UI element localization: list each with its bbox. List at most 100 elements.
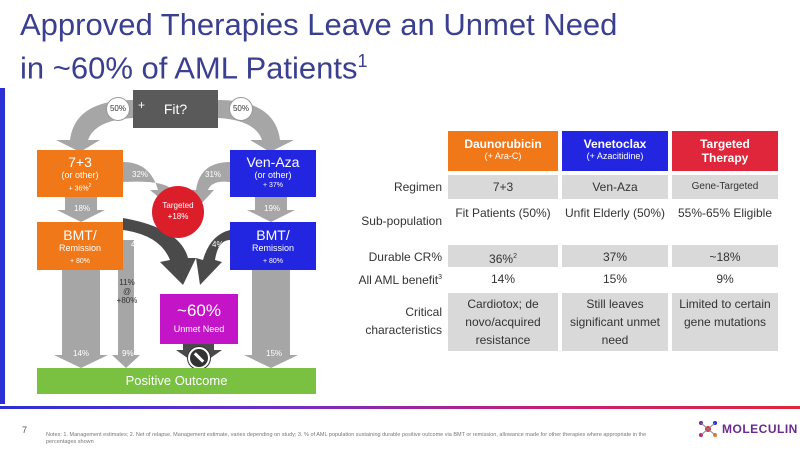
patient-flowchart: 50% 50% Fit? + 7+3 (or other) + 36%2 Ven…: [0, 0, 340, 410]
seven-three-val: + 36%: [68, 185, 89, 193]
arrow-mid-11: [112, 240, 140, 368]
col-header-venetoclax-name: Venetoclax: [583, 137, 647, 151]
arrow-left-14: [54, 270, 108, 368]
seven-three-sub: (or other): [61, 170, 99, 180]
targeted-value: +18%: [167, 212, 189, 221]
table-cell: Gene-Targeted: [672, 175, 778, 199]
table-row: Durable CR% 36%2 37% ~18%: [340, 245, 785, 269]
col-header-daunorubicin-sub: (+ Ara-C): [484, 151, 522, 161]
label-4-right: 4%: [212, 240, 224, 249]
bmt-right-box: BMT/ Remission + 80%: [230, 222, 316, 270]
col-header-targeted: Targeted Therapy: [672, 131, 778, 171]
targeted-label: Targeted: [162, 201, 194, 210]
table-cell: Cardiotox; de novo/acquired resistance: [448, 293, 558, 351]
pct-fit-right: 50%: [229, 97, 253, 121]
label-11-val: +80%: [116, 296, 138, 305]
arrow-right-4: [196, 230, 230, 285]
label-14: 14%: [73, 349, 90, 358]
table-row: Sub-population Fit Patients (50%) Unfit …: [340, 203, 785, 241]
arrow-mid-31: [188, 162, 230, 205]
col-header-daunorubicin-name: Daunorubicin: [464, 137, 542, 151]
label-31: 31%: [205, 170, 222, 179]
positive-outcome-bar: Positive Outcome: [37, 368, 316, 394]
table-cell: 15%: [562, 267, 668, 291]
col-header-daunorubicin: Daunorubicin (+ Ara-C): [448, 131, 558, 171]
row-label: All AML benefit: [358, 273, 439, 287]
row-label-sup: 3: [438, 274, 442, 281]
plus-sign: +: [138, 98, 146, 112]
ven-aza-box: Ven-Aza (or other) + 37%: [230, 150, 316, 197]
table-cell: 55%-65% Eligible: [672, 203, 778, 241]
col-header-targeted-name: Targeted: [700, 137, 750, 151]
table-cell: Limited to certain gene mutations: [672, 293, 778, 351]
table-row: All AML benefit3 14% 15% 9%: [340, 267, 785, 291]
title-line-1: Approved Therapies Leave an Unmet Need: [20, 7, 618, 42]
page-number: 7: [22, 425, 28, 435]
targeted-circle: Targeted +18%: [152, 186, 204, 238]
no-entry-icon: [188, 347, 210, 369]
ven-aza-sub: (or other): [254, 170, 292, 180]
seven-three-box: 7+3 (or other) + 36%2: [37, 150, 123, 197]
unmet-need-box: ~60% Unmet Need: [160, 294, 238, 344]
table-cell: Still leaves significant unmet need: [562, 293, 668, 351]
label-9: 9%: [122, 349, 134, 358]
arrow-left-4: [123, 218, 196, 285]
left-accent-rule: [0, 88, 5, 404]
company-logo: MOLECULIN: [697, 418, 798, 440]
arrow-right-19: [247, 197, 295, 222]
label-11: 11%: [119, 278, 135, 287]
unmet-label: Unmet Need: [173, 324, 225, 334]
table-cell: Unfit Elderly (50%): [562, 203, 668, 241]
footnotes: Notes: 1. Management estimates; 2. Net o…: [46, 432, 647, 445]
page-title: Approved Therapies Leave an Unmet Need i…: [20, 6, 720, 86]
label-18: 18%: [74, 204, 91, 213]
table-cell: 9%: [672, 267, 778, 291]
seven-three-val-sup: 2: [88, 183, 92, 189]
bmt-right-sub: Remission: [251, 243, 294, 253]
label-15: 15%: [266, 349, 283, 358]
label-32: 32%: [132, 170, 149, 179]
title-line-2: in ~60% of AML Patients: [20, 50, 358, 86]
seven-three-label: 7+3: [68, 154, 92, 170]
title-footnote: 1: [357, 51, 368, 71]
arrow-right-15: [244, 270, 298, 368]
table-cell: 36%2: [448, 245, 558, 269]
row-label: Critical characteristics: [365, 305, 442, 337]
positive-outcome-label: Positive Outcome: [125, 373, 228, 388]
table-cell: ~18%: [672, 245, 778, 269]
table-cell-sup: 2: [513, 253, 517, 260]
label-11-block: 11% @ +80%: [112, 278, 142, 305]
col-header-venetoclax-sub: (+ Azacitidine): [586, 151, 644, 161]
logo-wordmark: MOLECULIN: [722, 422, 798, 436]
bmt-left-label: BMT/: [63, 227, 97, 243]
table-cell-value: 36%: [489, 252, 514, 266]
bmt-right-val: + 80%: [262, 258, 284, 265]
bmt-left-box: BMT/ Remission + 80%: [37, 222, 123, 270]
label-4-left: 4%: [131, 240, 143, 249]
label-19: 19%: [264, 204, 281, 213]
table-row: Critical characteristics Cardiotox; de n…: [340, 293, 785, 351]
bmt-right-label: BMT/: [256, 227, 290, 243]
row-label: Sub-population: [361, 214, 442, 228]
pct-fit-left: 50%: [106, 97, 130, 121]
ven-aza-label: Ven-Aza: [246, 154, 300, 170]
fit-decision-box: Fit?: [133, 90, 218, 128]
arrow-left-18: [57, 197, 105, 222]
bmt-left-sub: Remission: [58, 243, 101, 253]
table-cell: 14%: [448, 267, 558, 291]
unmet-value: ~60%: [177, 301, 221, 320]
footer-gradient-rule: [0, 406, 800, 409]
col-header-targeted-sub: Therapy: [701, 151, 749, 165]
table-cell: 37%: [562, 245, 668, 269]
label-at: @: [122, 287, 132, 296]
table-row: Regimen 7+3 Ven-Aza Gene-Targeted: [340, 175, 785, 199]
row-label: Durable CR%: [368, 250, 442, 264]
col-header-venetoclax: Venetoclax (+ Azacitidine): [562, 131, 668, 171]
bmt-left-val: + 80%: [69, 258, 91, 265]
row-label-wrap: All AML benefit3: [340, 273, 442, 287]
table-cell: Ven-Aza: [562, 175, 668, 199]
table-cell: 7+3: [448, 175, 558, 199]
row-label: Regimen: [393, 180, 442, 194]
fit-label: Fit?: [163, 101, 188, 117]
molecule-icon: [699, 421, 717, 437]
